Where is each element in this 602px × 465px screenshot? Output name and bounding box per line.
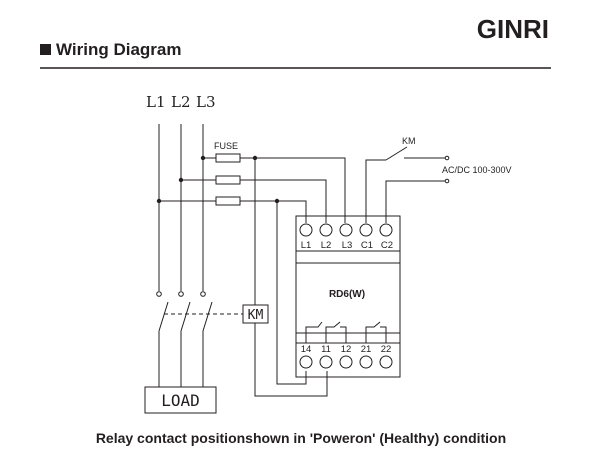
top-terminals	[299, 223, 393, 237]
coil-label: KM	[248, 308, 264, 323]
section-title: Wiring Diagram	[56, 40, 181, 59]
fuse-branches	[156, 155, 216, 204]
relay-body	[295, 215, 401, 378]
terminal-label-12: 12	[341, 344, 352, 355]
phase-label-l3: L3	[196, 93, 216, 111]
fuse-l2	[215, 175, 241, 185]
terminal-label-11: 11	[321, 344, 331, 355]
coil-wiring	[254, 158, 328, 397]
terminal-label-l2: L2	[321, 240, 332, 251]
main-contacts	[156, 291, 243, 387]
terminal-label-c2: C2	[381, 240, 393, 251]
load-box	[144, 386, 217, 414]
relay-model-label: RD6(W)	[329, 289, 365, 300]
load-label: LOAD	[161, 391, 200, 410]
terminal-label-l3: L3	[342, 240, 353, 251]
km-switch-label: KM	[402, 136, 416, 146]
caption: Relay contact positionshown in 'Poweron'…	[96, 430, 506, 446]
phase-label-l2: L2	[171, 93, 191, 111]
fuse-output-wires	[240, 155, 346, 223]
fuse-l1	[215, 196, 241, 206]
terminal-label-21: 21	[361, 344, 372, 355]
phase-lines	[158, 124, 204, 291]
supply-label: AC/DC 100-300V	[442, 165, 512, 175]
terminal-label-l1: L1	[301, 240, 312, 251]
brand-logo: GINRI	[477, 14, 549, 44]
bottom-terminals	[299, 355, 393, 369]
relay-contacts	[305, 321, 387, 343]
fuse-l3	[215, 153, 241, 163]
supply-wiring	[365, 146, 450, 223]
terminal-label-c1: C1	[361, 240, 373, 251]
phase-label-l1: L1	[146, 93, 166, 111]
terminal-label-22: 22	[381, 344, 392, 355]
terminal-label-14: 14	[301, 344, 312, 355]
section-bullet-icon	[40, 44, 51, 55]
fuse-label: FUSE	[214, 141, 238, 151]
